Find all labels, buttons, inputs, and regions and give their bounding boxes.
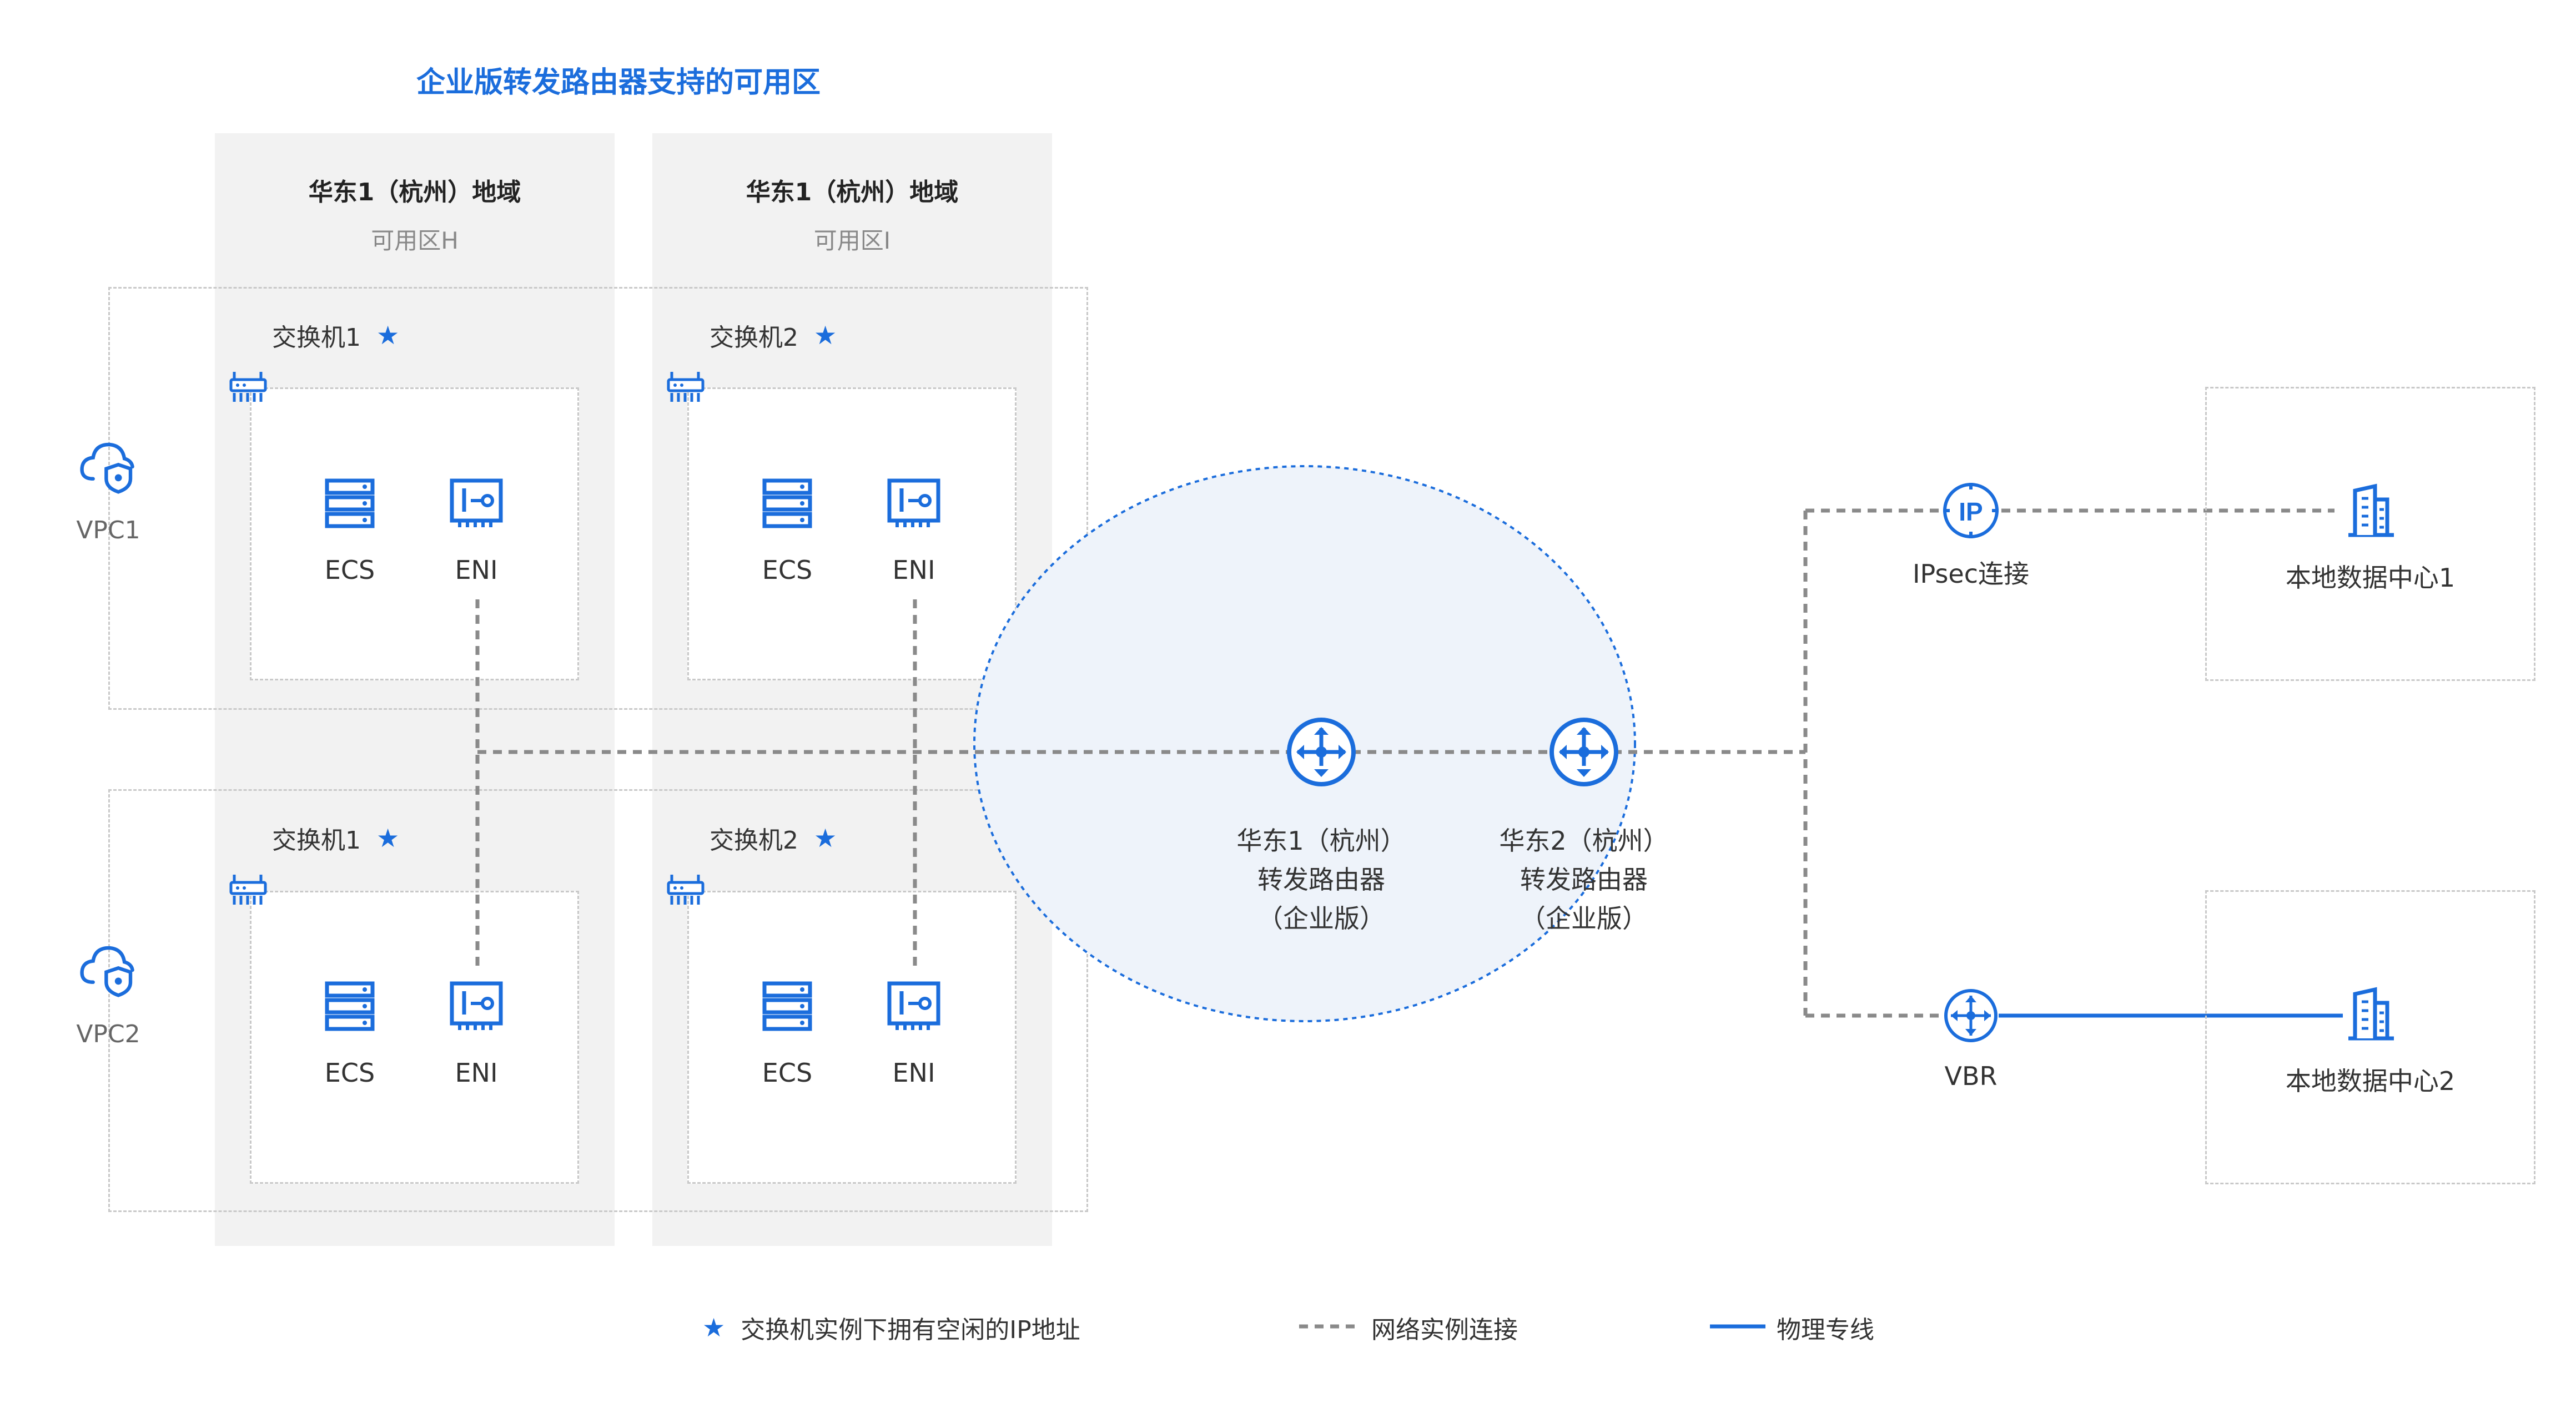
legend-dashed-item: 网络实例连接	[1371, 1310, 1518, 1345]
switch-icon	[668, 372, 703, 402]
star-icon: ★	[814, 823, 837, 853]
eni-label: ENI	[892, 555, 935, 585]
transit-router-1-label: 华东1（杭州） 转发路由器 （企业版）	[1183, 821, 1460, 938]
eni-label: ENI	[892, 1058, 935, 1088]
star-icon: ★	[702, 1313, 726, 1343]
ecs-server-icon	[764, 481, 810, 526]
transit-router-2-label: 华东2（杭州） 转发路由器 （企业版）	[1445, 821, 1723, 938]
router-region: 华东2（杭州）	[1499, 826, 1669, 856]
ecs-server-icon	[327, 983, 373, 1029]
switch-label-vpc2-h: 交换机1 ★	[272, 820, 399, 856]
eni-card-icon	[889, 481, 938, 527]
ipsec-label: IPsec连接	[1912, 559, 2030, 589]
switch-name: 交换机2	[710, 324, 798, 352]
datacenter-1-box	[2205, 387, 2535, 681]
zone-az-h: 可用区H	[371, 227, 459, 254]
legend-star-item: ★ 交换机实例下拥有空闲的IP地址	[702, 1310, 1080, 1345]
switch-name: 交换机1	[272, 324, 361, 352]
ecs-label: ECS	[762, 555, 813, 585]
vswitch-box-vpc1-i	[687, 387, 1017, 680]
switch-icon	[668, 875, 703, 905]
zone-region-h: 华东1（杭州）地域	[308, 178, 521, 206]
transit-router-1-icon	[1289, 720, 1354, 784]
ecs-label: ECS	[324, 1058, 375, 1088]
eni-card-icon	[452, 481, 501, 527]
dashed-connections	[475, 508, 2334, 1018]
legend-star-text: 交换机实例下拥有空闲的IP地址	[741, 1316, 1080, 1344]
ecs-server-icon	[327, 481, 373, 526]
eni-card-icon	[452, 983, 501, 1030]
datacenter-2-box	[2205, 890, 2535, 1184]
router-edition: （企业版）	[1257, 904, 1385, 933]
star-icon: ★	[814, 320, 837, 350]
router-type: 转发路由器	[1257, 865, 1385, 895]
ipsec-icon: IP	[1943, 483, 1999, 538]
zone-az-i: 可用区I	[813, 227, 891, 254]
vpc1-cloud-shield-icon	[82, 445, 133, 492]
legend-solid-text: 物理专线	[1777, 1316, 1874, 1344]
ecs-label: ECS	[324, 555, 375, 585]
router-region: 华东1（杭州）	[1236, 826, 1406, 856]
star-icon: ★	[376, 823, 400, 853]
switch-icon	[231, 372, 265, 402]
ecs-label: ECS	[762, 1058, 813, 1088]
legend-dashed-text: 网络实例连接	[1371, 1316, 1518, 1344]
eni-label: ENI	[455, 1058, 498, 1088]
vpc1-box	[108, 287, 1088, 710]
switch-name: 交换机2	[710, 826, 798, 855]
datacenter-1-label: 本地数据中心1	[2285, 563, 2456, 593]
datacenter-2-label: 本地数据中心2	[2285, 1066, 2456, 1096]
router-edition: （企业版）	[1520, 904, 1648, 933]
vpc2-label: VPC2	[76, 1020, 140, 1048]
transit-router-2-icon	[1552, 720, 1616, 784]
diagram-title: 企业版转发路由器支持的可用区	[416, 66, 821, 99]
switch-name: 交换机1	[272, 826, 361, 855]
legend-solid-item: 物理专线	[1777, 1310, 1874, 1345]
vpc1-label: VPC1	[76, 516, 140, 544]
zone-region-i: 华东1（杭州）地域	[746, 178, 959, 206]
vpc2-cloud-shield-icon	[82, 948, 133, 995]
switch-icon	[231, 875, 265, 905]
vpc2-box	[108, 789, 1088, 1212]
star-icon: ★	[376, 320, 400, 350]
vbr-label: VBR	[1944, 1061, 1998, 1091]
ipsec-icon-text: IP	[1959, 497, 1983, 526]
vbr-icon	[1946, 991, 1996, 1041]
vswitch-box-vpc2-h	[250, 891, 579, 1184]
ecs-server-icon	[764, 983, 810, 1029]
switch-label-vpc1-i: 交换机2 ★	[710, 317, 837, 353]
vswitch-box-vpc1-h	[250, 387, 579, 680]
eni-label: ENI	[455, 555, 498, 585]
router-type: 转发路由器	[1520, 865, 1648, 895]
vswitch-box-vpc2-i	[687, 891, 1017, 1184]
switch-label-vpc2-i: 交换机2 ★	[710, 820, 837, 856]
switch-label-vpc1-h: 交换机1 ★	[272, 317, 399, 353]
eni-card-icon	[889, 983, 938, 1030]
